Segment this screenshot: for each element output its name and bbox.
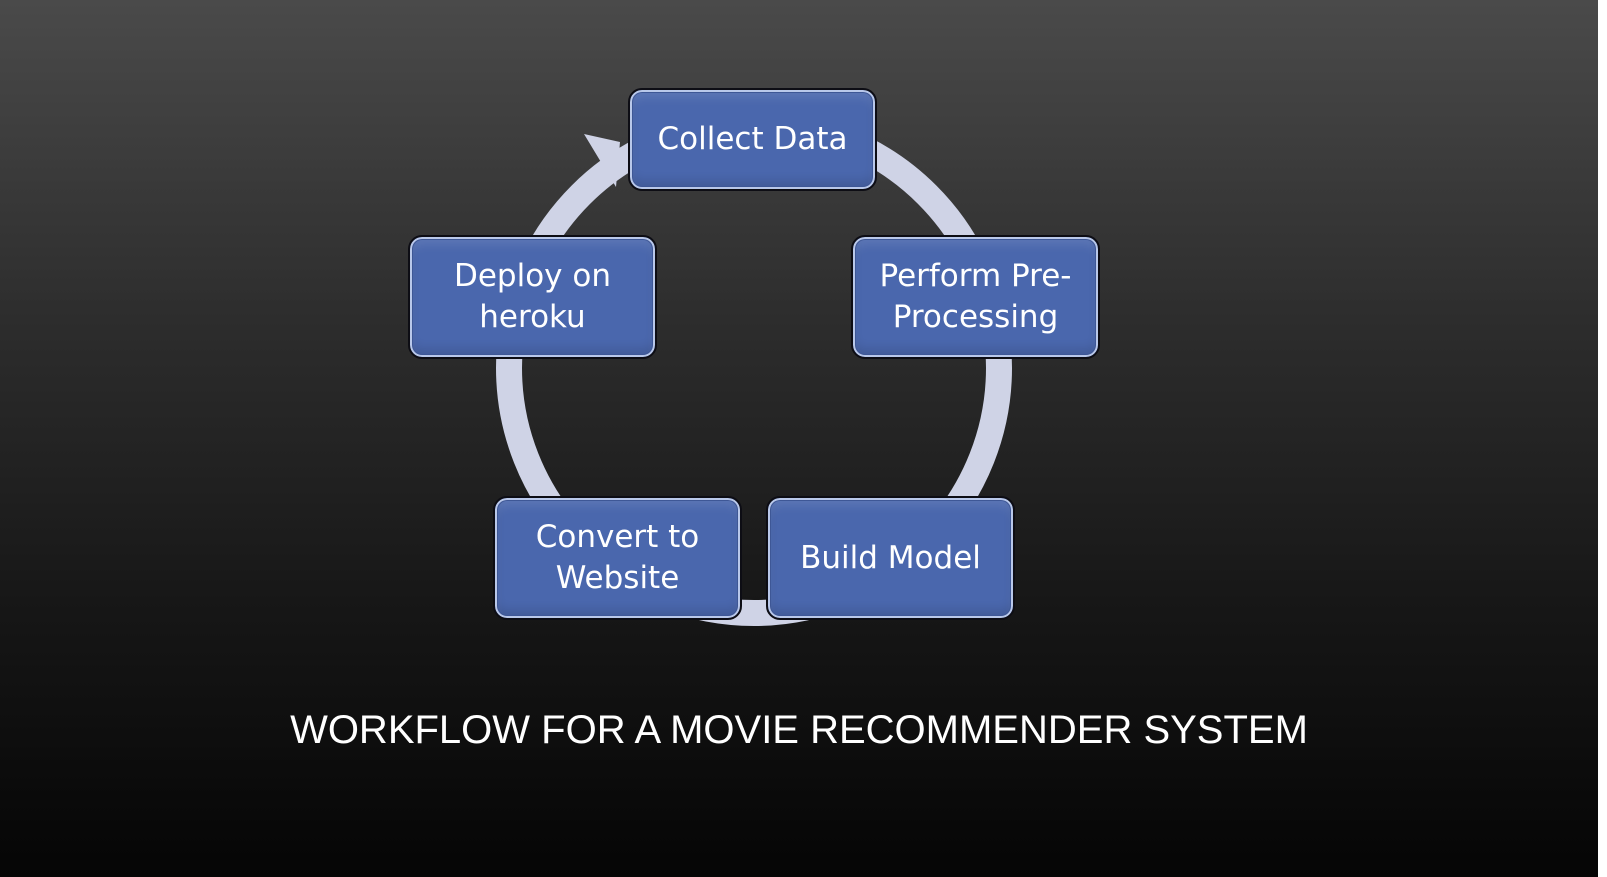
node-perform-preprocessing: Perform Pre- Processing [851,235,1100,359]
page-edge [1598,0,1607,877]
node-build-model: Build Model [766,496,1015,620]
node-deploy-on-heroku: Deploy on heroku [408,235,657,359]
slide-title: WORKFLOW FOR A MOVIE RECOMMENDER SYSTEM [290,708,1308,752]
node-collect-data: Collect Data [628,88,877,191]
node-convert-to-website: Convert to Website [493,496,742,620]
cycle-arrowhead [584,134,620,187]
